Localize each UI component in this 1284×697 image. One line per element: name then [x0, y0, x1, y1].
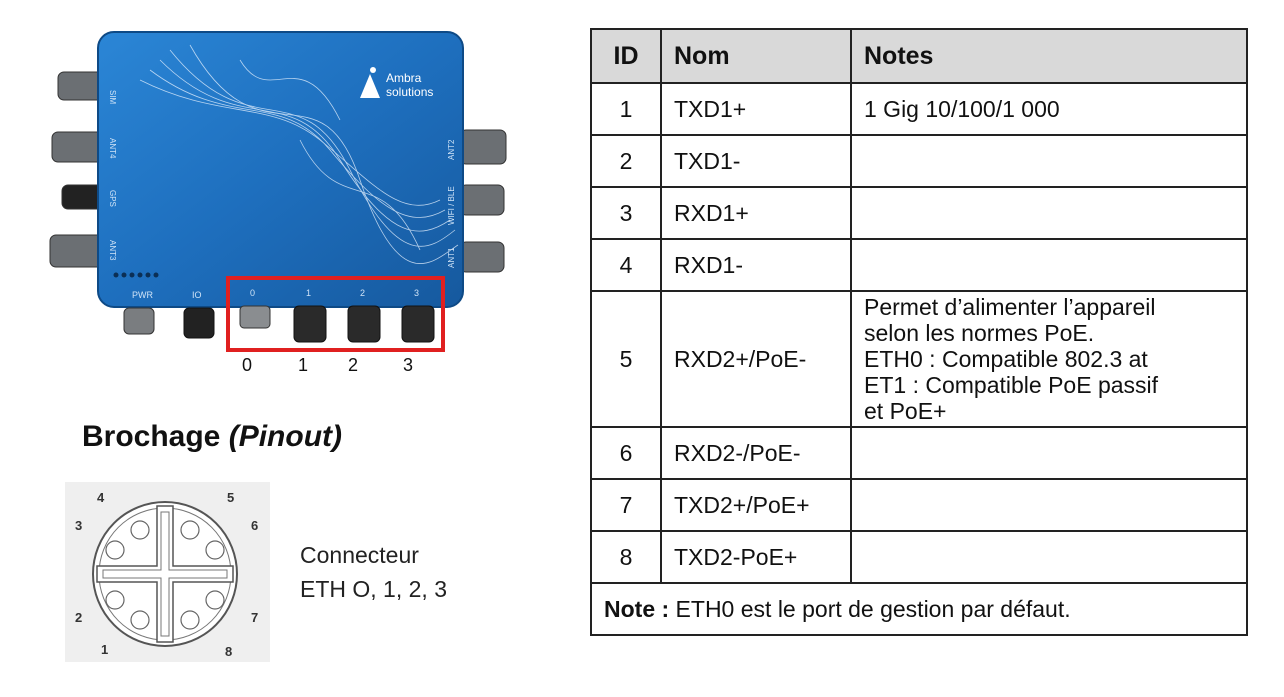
cell-nom: TXD2+/PoE+	[660, 478, 852, 532]
device-illustration: Ambra solutions SIM ANT4 GPS ANT3 ANT2 W…	[49, 31, 507, 352]
header-nom: Nom	[660, 28, 852, 84]
brand-line2: solutions	[386, 85, 433, 99]
cell-id: 5	[590, 290, 662, 428]
pin-1: 1	[101, 642, 108, 657]
label-ant2: ANT2	[447, 139, 456, 160]
table-note: Note : ETH0 est le port de gestion par d…	[590, 582, 1248, 636]
note-text: ETH0 est le port de gestion par défaut.	[669, 595, 1071, 622]
pinout-title-main: Brochage	[82, 420, 229, 453]
cell-id: 6	[590, 426, 662, 480]
pinout-diagram: 1 2 3 4 5 6 7 8	[65, 482, 270, 662]
bottom-connectors	[123, 305, 435, 343]
pin-3: 3	[75, 518, 82, 533]
ethernet-ports-highlight	[226, 276, 445, 352]
pin-5: 5	[227, 490, 234, 505]
port-number-3: 3	[403, 355, 414, 375]
cell-notes	[850, 530, 1248, 584]
port-number-1: 1	[298, 355, 309, 375]
brand-line1: Ambra	[386, 71, 422, 85]
cell-nom: RXD1+	[660, 186, 852, 240]
cell-notes	[850, 134, 1248, 188]
label-port1: 1	[306, 288, 311, 298]
cell-nom: RXD1-	[660, 238, 852, 292]
notes-line: selon les normes PoE.	[864, 320, 1095, 346]
notes-line: ET1 : Compatible PoE passif	[864, 372, 1159, 398]
right-connectors	[459, 129, 507, 273]
pinout-title-italic: (Pinout)	[228, 420, 343, 453]
label-port0: 0	[250, 288, 255, 298]
connector-caption-line2: ETH O, 1, 2, 3	[300, 576, 447, 602]
cell-nom: TXD2-PoE+	[660, 530, 852, 584]
label-pwr: PWR	[132, 290, 153, 300]
cell-id: 8	[590, 530, 662, 584]
cell-id: 2	[590, 134, 662, 188]
cell-notes	[850, 238, 1248, 292]
label-io: IO	[192, 290, 202, 300]
cell-notes	[850, 478, 1248, 532]
notes-line: et PoE+	[864, 398, 947, 424]
connector-caption-line1: Connecteur	[300, 542, 419, 568]
port-number-2: 2	[348, 355, 359, 375]
label-port3: 3	[414, 288, 419, 298]
label-gps: GPS	[108, 190, 117, 207]
brand-logo-icon	[360, 67, 380, 98]
device-image: Ambra solutions SIM ANT4 GPS ANT3 ANT2 W…	[40, 20, 510, 360]
pin-6: 6	[251, 518, 258, 533]
header-id: ID	[590, 28, 662, 84]
pin-2: 2	[75, 610, 82, 625]
port-number-labels: 0 1 2 3	[232, 355, 432, 379]
notes-line: 1 Gig 10/100/1 000	[864, 95, 1060, 122]
table-note-row: Note : ETH0 est le port de gestion par d…	[590, 582, 1248, 636]
cell-nom: TXD1-	[660, 134, 852, 188]
cell-nom: RXD2+/PoE-	[660, 290, 852, 428]
left-panel: Ambra solutions SIM ANT4 GPS ANT3 ANT2 W…	[0, 0, 580, 697]
status-leds-icon	[113, 272, 159, 278]
cell-id: 4	[590, 238, 662, 292]
pin-4: 4	[97, 490, 105, 505]
notes-line: Permet d’alimenter l’appareil	[864, 294, 1156, 320]
label-sim: SIM	[108, 90, 117, 105]
label-ant3: ANT3	[108, 240, 117, 261]
cell-id: 3	[590, 186, 662, 240]
cell-notes: 1 Gig 10/100/1 000	[850, 82, 1248, 136]
cell-id: 7	[590, 478, 662, 532]
pinout-title: Brochage (Pinout)	[82, 420, 342, 454]
notes-line: ETH0 : Compatible 802.3 at	[864, 346, 1148, 372]
header-notes: Notes	[850, 28, 1248, 84]
connector-pinout-icon: 1 2 3 4 5 6 7 8	[75, 490, 258, 659]
label-wifi-ble: WIFI / BLE	[447, 186, 456, 225]
label-ant1: ANT1	[447, 247, 456, 268]
cell-notes	[850, 186, 1248, 240]
label-port2: 2	[360, 288, 365, 298]
pin-7: 7	[251, 610, 258, 625]
cell-nom: RXD2-/PoE-	[660, 426, 852, 480]
connector-caption: Connecteur ETH O, 1, 2, 3	[300, 538, 447, 606]
label-ant4: ANT4	[108, 138, 117, 159]
note-label: Note :	[604, 595, 670, 622]
cell-id: 1	[590, 82, 662, 136]
table-header-row: ID Nom Notes	[590, 28, 1248, 84]
pin-8: 8	[225, 644, 232, 659]
cell-notes	[850, 426, 1248, 480]
device-body	[97, 31, 464, 308]
decorative-lines	[139, 44, 459, 264]
port-number-0: 0	[242, 355, 253, 375]
cell-nom: TXD1+	[660, 82, 852, 136]
